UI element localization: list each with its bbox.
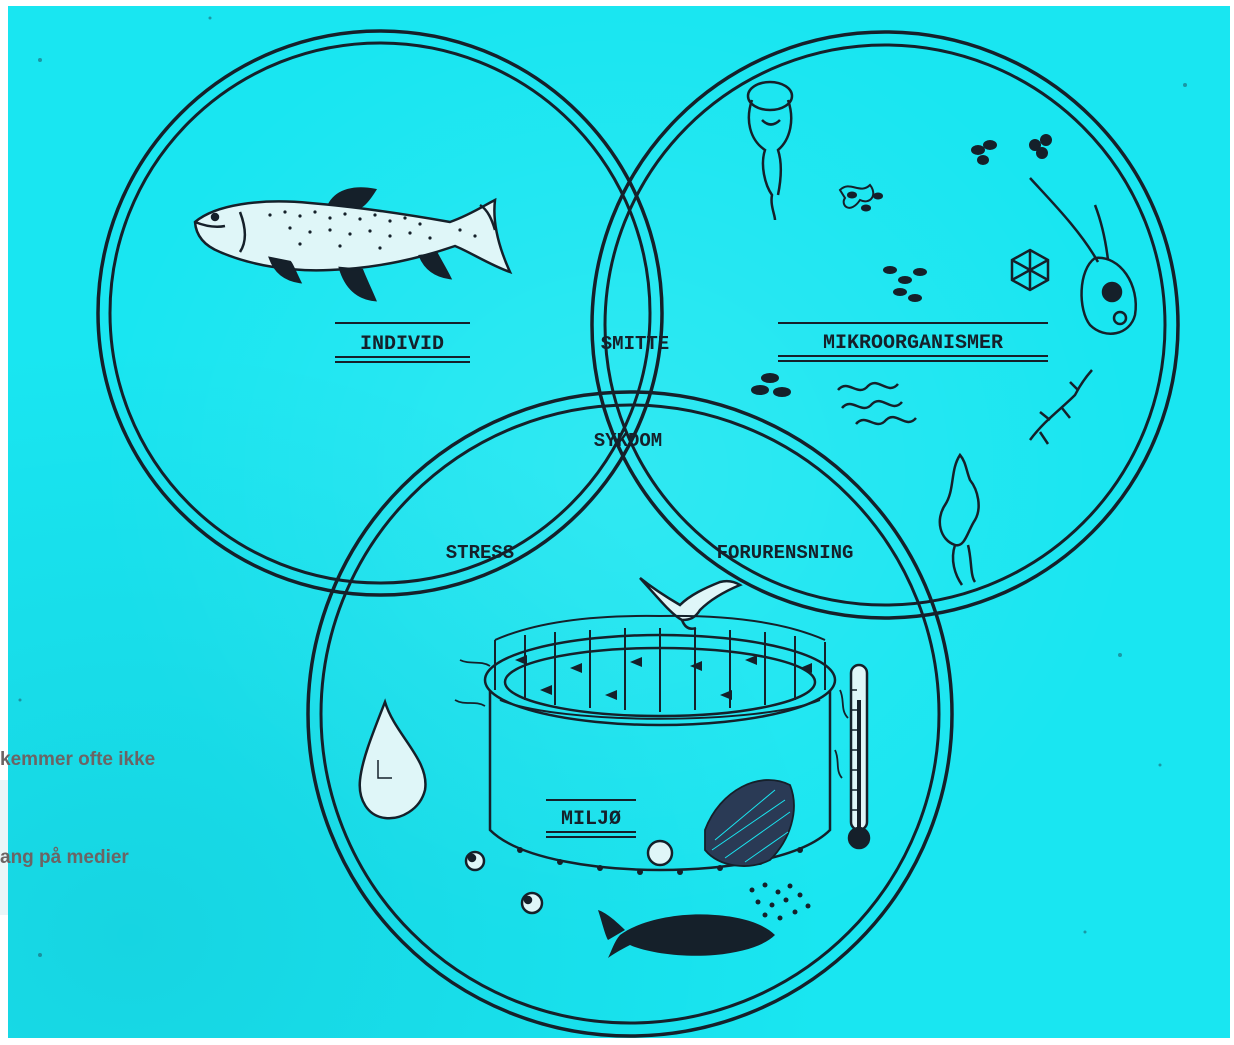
svg-text:INDIVID: INDIVID [360,333,444,356]
label-miljo: MILJØ [546,799,636,838]
label-individ: INDIVID [335,322,470,363]
label-smitte: SMITTE [601,333,669,355]
circle-mikroorganismer [590,30,1180,620]
parasite-icon [938,452,980,586]
side-text-line-1: kemmer ofte ikke [0,749,156,770]
bacteria-icon [751,134,1093,445]
salmon-icon [193,187,513,302]
label-sykdom: SYKDOM [594,430,662,452]
seagull-icon [639,577,743,630]
label-stress: STRESS [446,542,514,564]
slide-background [8,6,1230,1038]
rotifer-icon [746,80,794,221]
bubbles [464,839,674,915]
fish-cage-icon [454,614,849,875]
svg-text:MILJØ: MILJØ [561,808,621,831]
label-mikroorganismer: MIKROORGANISMER [778,322,1048,362]
thermometer-icon [847,663,871,850]
circle-miljo [306,390,954,1038]
circle-individ [96,29,664,597]
particles [749,882,811,921]
fish-silhouette-icon [598,910,775,958]
side-text-panel [0,780,8,915]
label-forurensning: FORURENSNING [717,542,854,564]
water-drop-icon [358,698,427,820]
slide-specks [18,16,1187,957]
side-text-line-2: ang på medier [0,847,129,868]
protozoa-icon [1029,177,1138,335]
svg-text:MIKROORGANISMER: MIKROORGANISMER [823,332,1003,355]
virus-icon [1010,248,1050,292]
hatched-patch [704,779,795,867]
